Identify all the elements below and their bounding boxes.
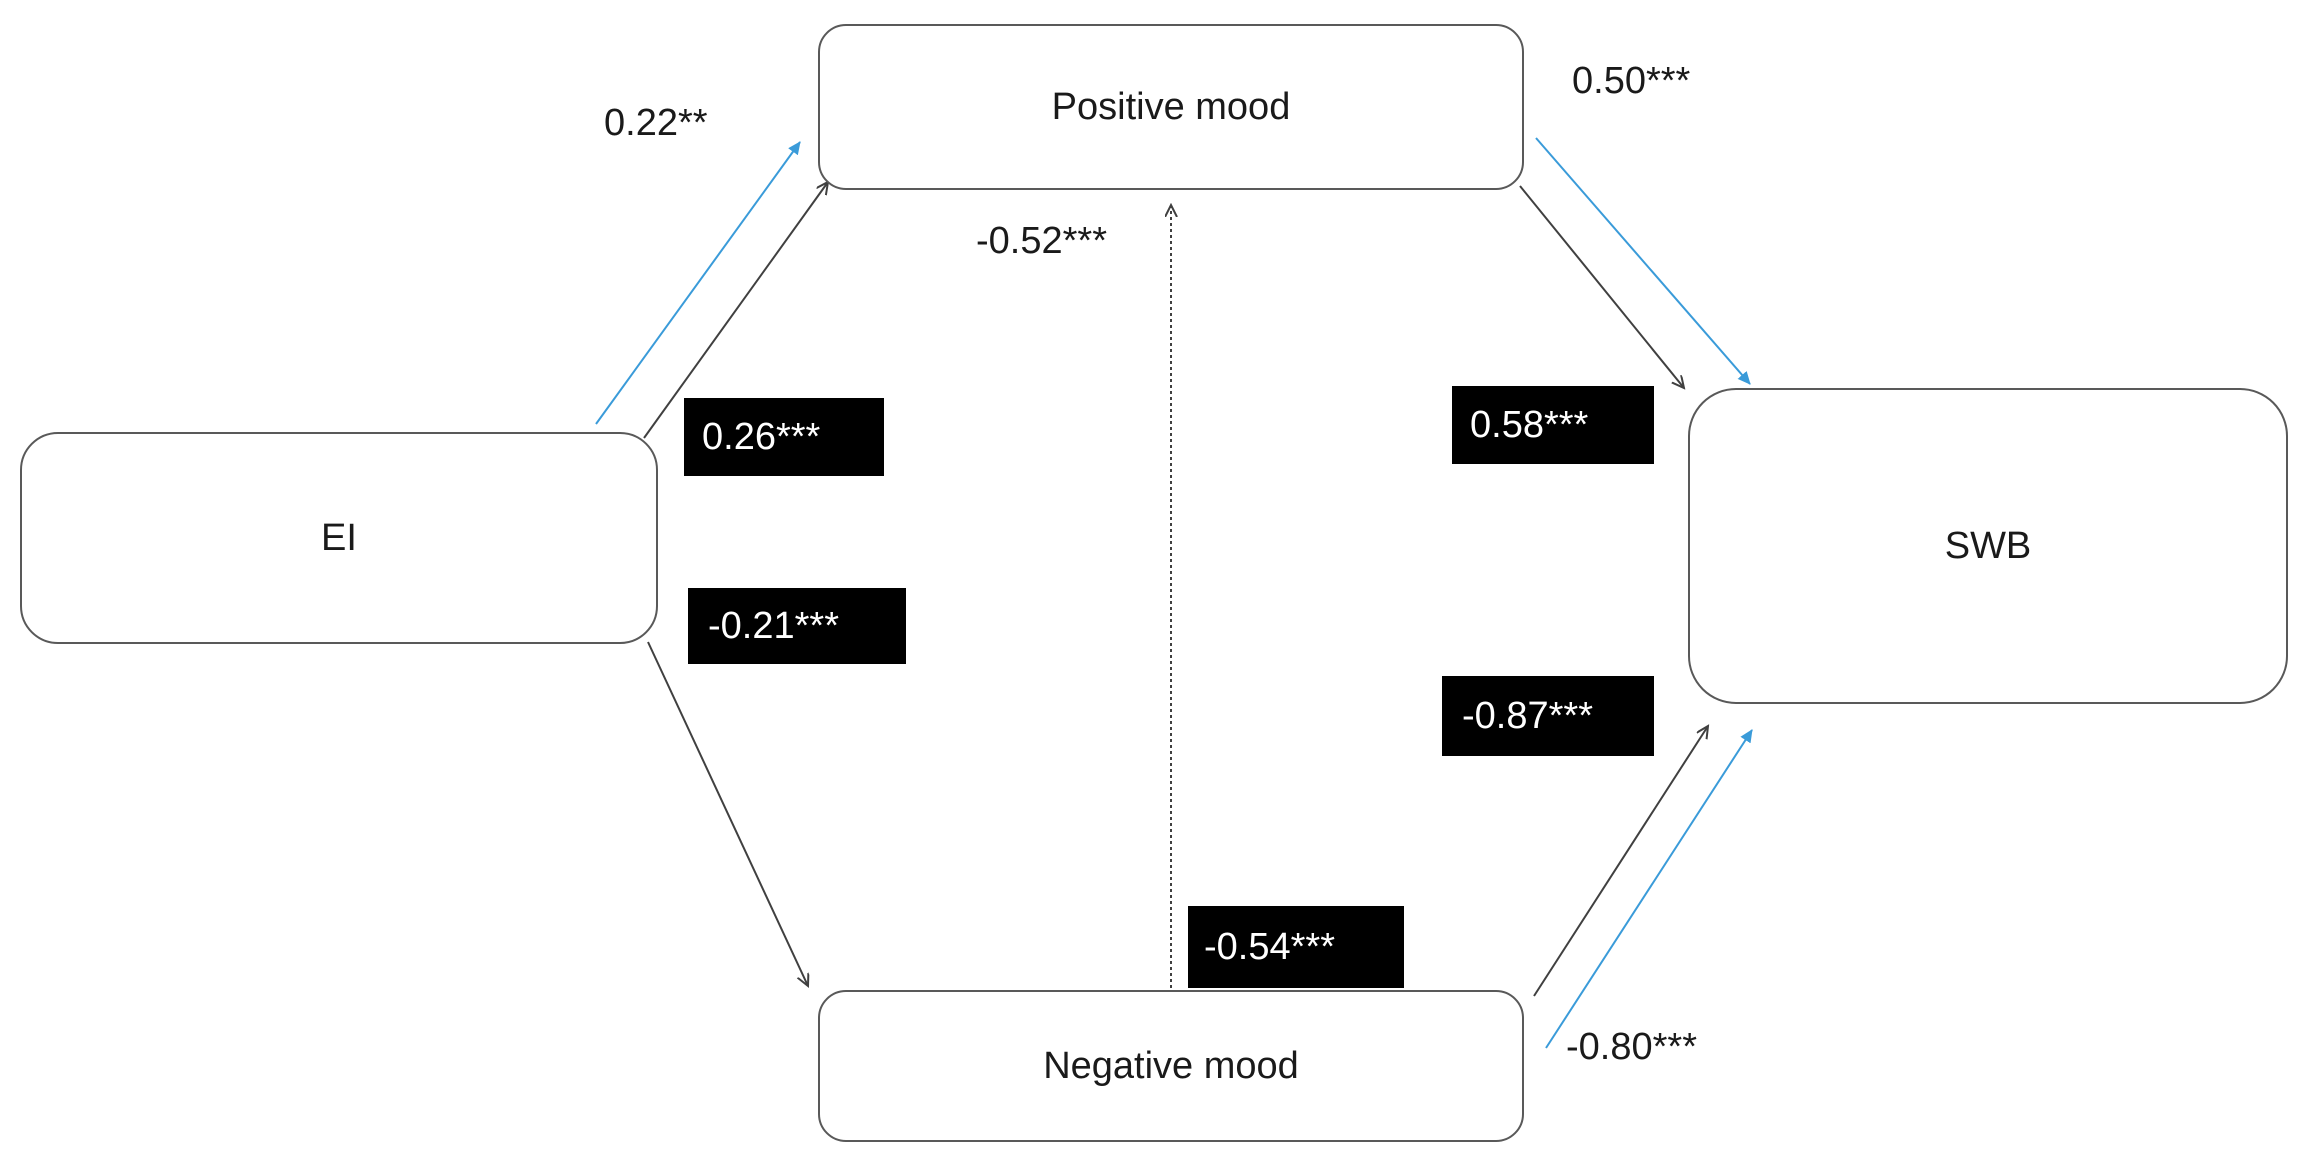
coef-negative-swb-black: -0.87*** — [1442, 676, 1654, 756]
arrow-ei-positive-black — [643, 182, 828, 439]
coef-ei-negative: -0.21*** — [688, 588, 906, 664]
coef-negative-positive-boxed: -0.54*** — [1188, 906, 1404, 988]
coef-negative-swb-blue: -0.80*** — [1566, 1026, 1697, 1068]
coef-positive-swb-black: 0.58*** — [1452, 386, 1654, 464]
arrow-positive-swb-blue — [1535, 137, 1751, 385]
arrow-ei-negative — [647, 641, 808, 986]
arrow-negative-swb-blue — [1545, 729, 1753, 1049]
coef-positive-swb-blue: 0.50*** — [1572, 60, 1691, 102]
node-positive-mood: Positive mood — [818, 24, 1524, 190]
coef-ei-positive-blue: 0.22** — [604, 102, 708, 144]
node-ei: EI — [20, 432, 658, 644]
node-swb: SWB — [1688, 388, 2288, 704]
node-negative-mood: Negative mood — [818, 990, 1524, 1142]
coef-negative-positive-plain: -0.52*** — [976, 220, 1107, 262]
coef-ei-positive-black: 0.26*** — [684, 398, 884, 476]
arrow-ei-positive-blue — [595, 141, 801, 425]
arrow-negative-swb-black — [1533, 726, 1708, 997]
arrow-positive-swb-black — [1519, 185, 1684, 388]
